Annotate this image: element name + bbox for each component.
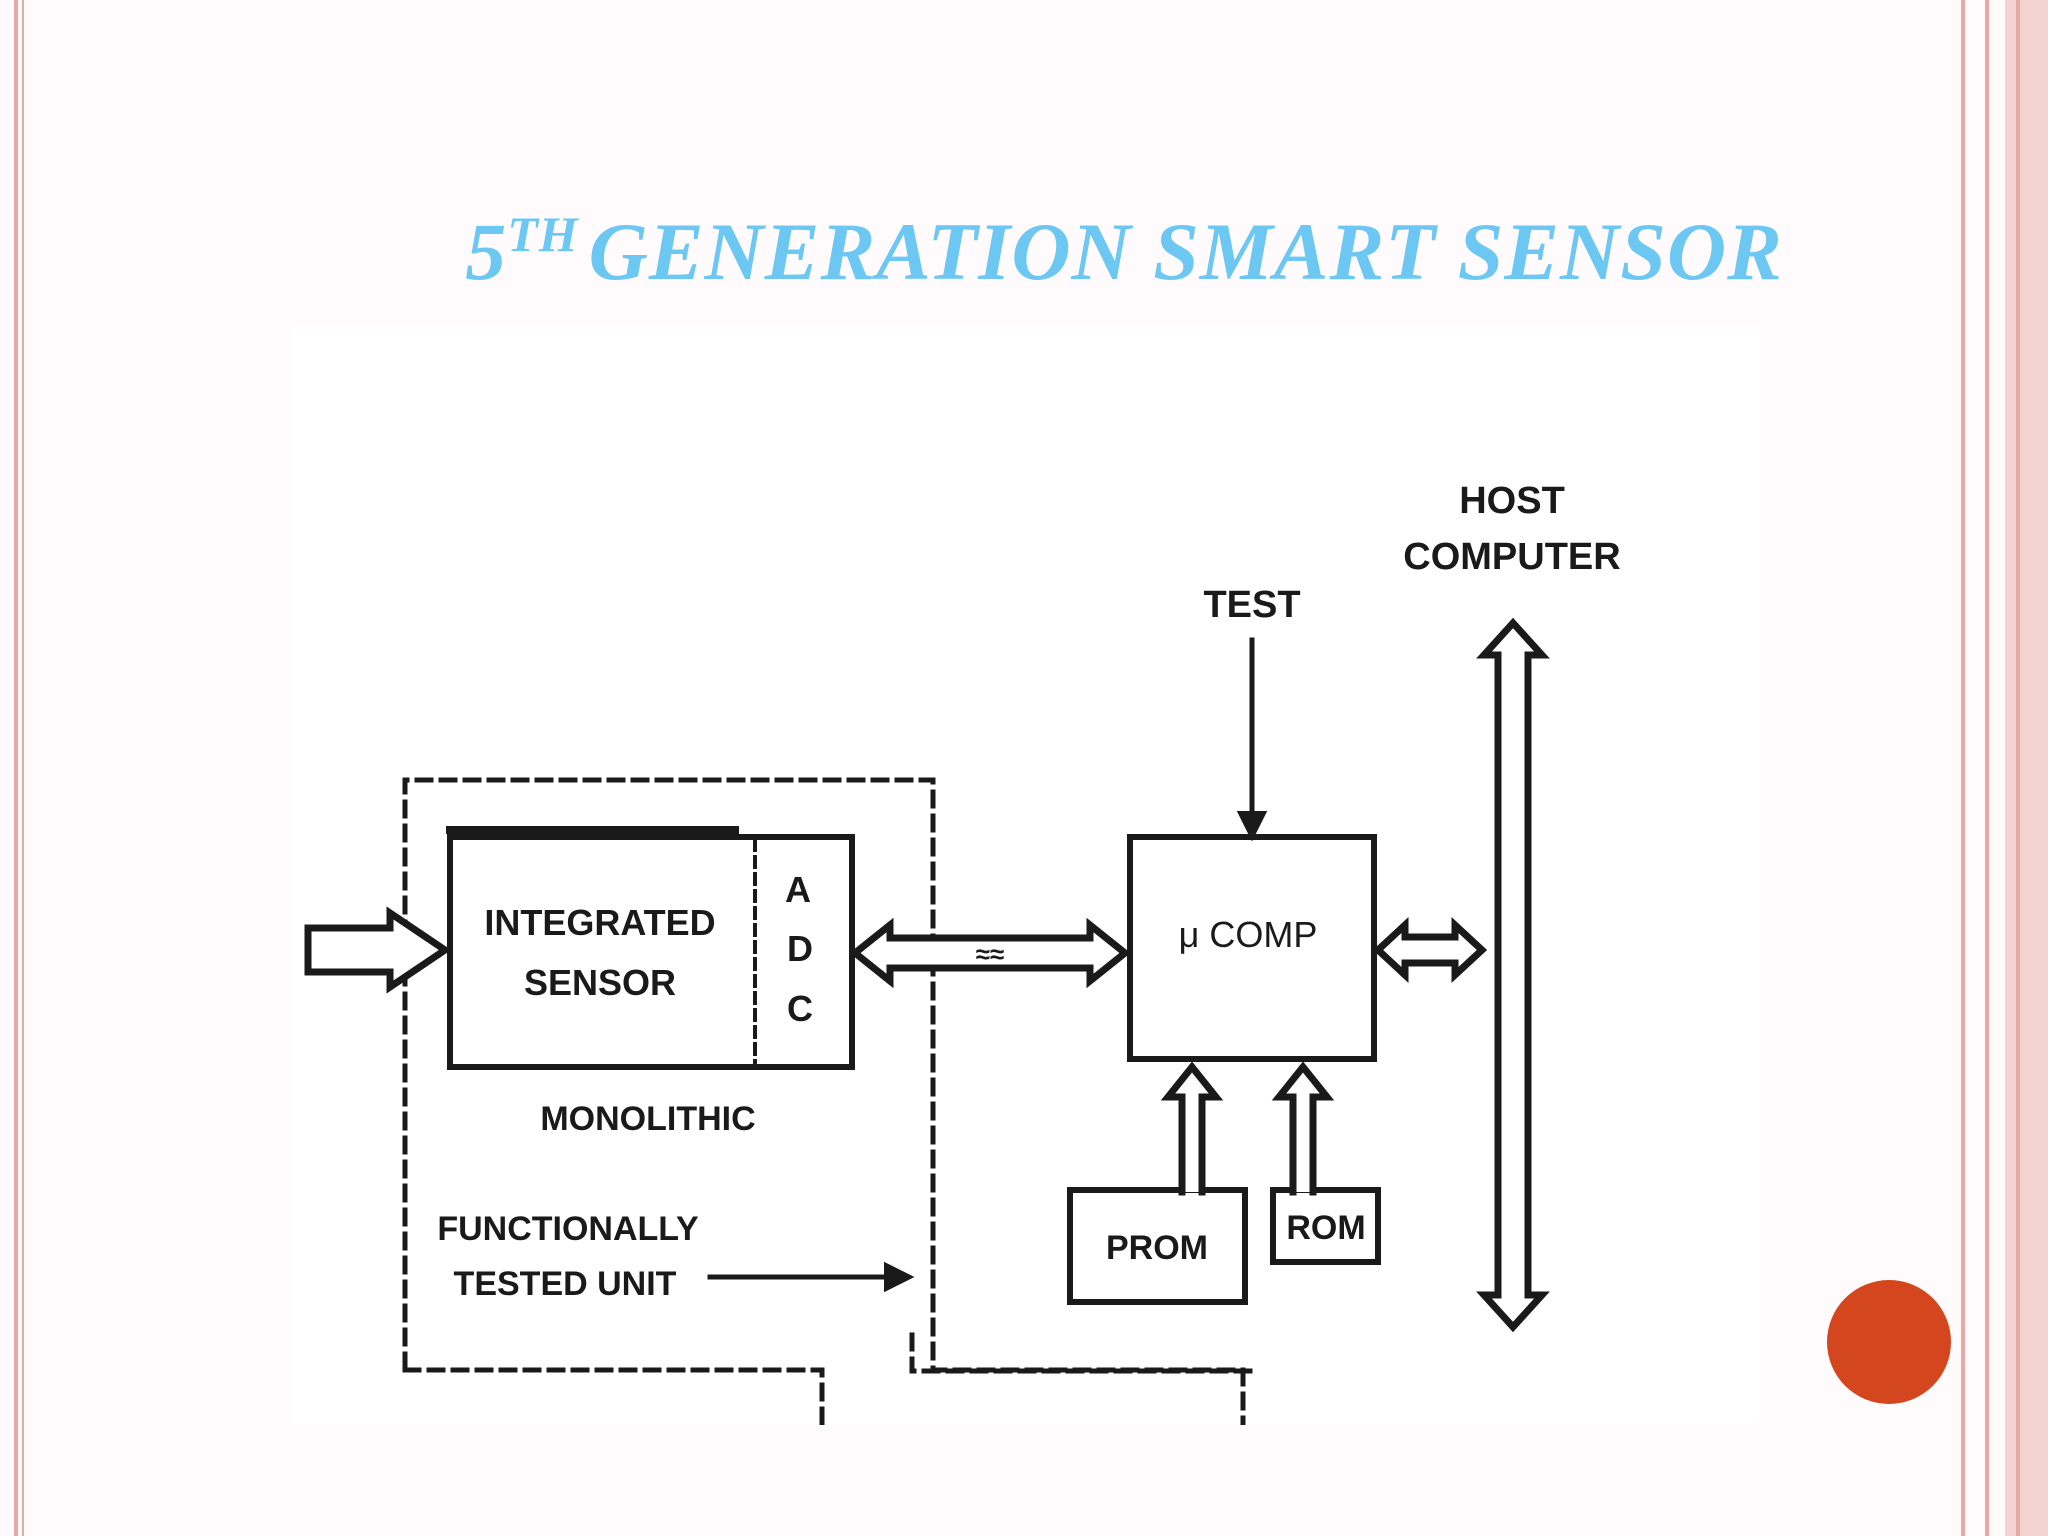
rom-to-ucomp-arrow bbox=[1271, 1061, 1335, 1196]
slide-accent-dot bbox=[1827, 1280, 1951, 1404]
sensor-input-arrow bbox=[304, 906, 452, 994]
label-host: HOST bbox=[1459, 480, 1565, 522]
label-adc-d: D bbox=[787, 928, 813, 969]
slide-border-right-mid bbox=[1985, 0, 1989, 1536]
rom-block bbox=[1270, 1187, 1381, 1265]
monolithic-dashed-outline bbox=[402, 777, 1246, 1425]
label-sensor: SENSOR bbox=[524, 962, 676, 1003]
label-test: TEST bbox=[1203, 584, 1300, 626]
ucomp-host-bus-arrow bbox=[1372, 916, 1488, 984]
label-adc-a: A bbox=[785, 869, 811, 910]
label-functionally: FUNCTIONALLY bbox=[437, 1210, 699, 1248]
label-tested-unit: TESTED UNIT bbox=[454, 1265, 677, 1303]
adc-ucomp-bus-arrow bbox=[849, 917, 1131, 989]
monolithic-dashed-bottom bbox=[402, 1367, 825, 1425]
slide-border-right-edge bbox=[2016, 0, 2020, 1536]
title-superscript: TH bbox=[507, 206, 579, 262]
title-text: GENERATION SMART SENSOR bbox=[588, 206, 1783, 297]
title-number: 5 bbox=[465, 206, 508, 297]
label-monolithic: MONOLITHIC bbox=[540, 1100, 755, 1138]
label-adc-c: C bbox=[787, 988, 813, 1029]
label-ucomp: μ COMP bbox=[1179, 914, 1318, 955]
label-computer: COMPUTER bbox=[1403, 536, 1620, 578]
prom-to-ucomp-arrow bbox=[1160, 1061, 1224, 1196]
label-integrated: INTEGRATED bbox=[484, 902, 715, 943]
diagram-svg: HOST COMPUTER TEST INTEGRATED SENSOR A D… bbox=[304, 480, 1621, 1425]
test-input-arrowhead bbox=[1236, 811, 1268, 842]
slide-border-right-inner bbox=[1961, 0, 1965, 1536]
slide-border-left bbox=[14, 0, 18, 1536]
host-computer-bus-arrow bbox=[1476, 617, 1550, 1333]
slide-border-right-outer bbox=[2005, 0, 2048, 1536]
label-prom: PROM bbox=[1106, 1229, 1208, 1267]
smart-sensor-block-diagram: HOST COMPUTER TEST INTEGRATED SENSOR A D… bbox=[290, 325, 1760, 1425]
label-rom: ROM bbox=[1286, 1209, 1365, 1247]
slide-border-left-thin bbox=[22, 0, 24, 1536]
prom-block bbox=[1067, 1187, 1248, 1305]
label-bus-mark: ≈≈ bbox=[976, 939, 1005, 969]
tested-unit-dashed-outline bbox=[909, 1332, 1261, 1374]
tested-unit-pointer-arrowhead bbox=[884, 1261, 915, 1293]
